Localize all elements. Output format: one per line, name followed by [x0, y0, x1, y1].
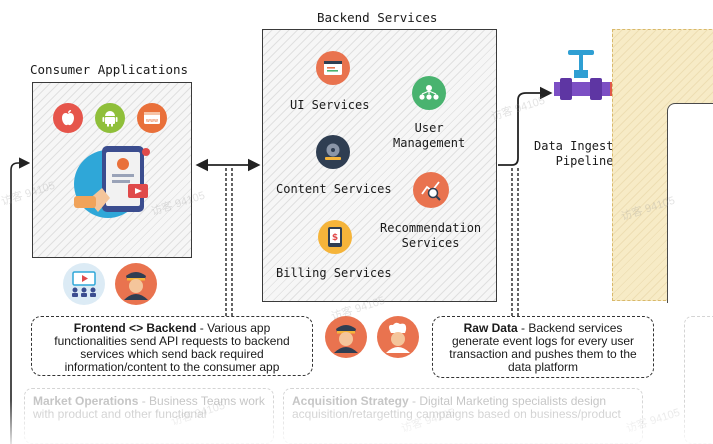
backend-panel: [262, 29, 497, 302]
web-browser-icon: www: [137, 103, 167, 133]
code-editor-icon: [316, 51, 350, 85]
chef-avatar-icon: [377, 316, 419, 358]
apple-icon: [53, 103, 83, 133]
acquisition-strategy-note: Acquisition Strategy - Digital Marketing…: [283, 388, 643, 444]
backend-title: Backend Services: [317, 10, 438, 25]
consumer-title: Consumer Applications: [30, 62, 189, 77]
left-feed-arrow: [10, 157, 31, 444]
raw-data-note: Raw Data - Backend services generate eve…: [432, 316, 654, 378]
android-icon: [95, 103, 125, 133]
frontend-backend-note: Frontend <> Backend - Various app functi…: [31, 316, 313, 376]
service-label-user-management: User Management: [393, 121, 466, 150]
analytics-search-icon: [413, 172, 449, 208]
officer-avatar-icon: [115, 263, 157, 305]
svg-text:www: www: [146, 118, 158, 124]
service-label-recommendation: Recommendation Services: [380, 221, 482, 250]
market-operations-note: Market Operations - Business Teams work …: [24, 388, 274, 444]
frontend-backend-heading: Frontend <> Backend: [73, 321, 197, 335]
market-operations-heading: Market Operations: [33, 394, 139, 408]
media-disc-icon: [316, 135, 350, 169]
service-label-ui: UI Services: [290, 98, 370, 112]
svg-text:$: $: [332, 233, 338, 243]
raw-data-heading: Raw Data: [463, 321, 518, 335]
officer-small-icon: [325, 316, 367, 358]
backend-ingestion-arrow: [498, 86, 553, 166]
mobile-app-illustration-icon: [68, 140, 156, 220]
video-audience-icon: [63, 263, 105, 305]
billing-tablet-icon: $: [318, 220, 352, 254]
faded-right-note: [684, 316, 713, 444]
raw-data-body: - Backend services generate event logs f…: [449, 321, 637, 374]
user-network-icon: [412, 76, 446, 110]
frontend-backend-body: - Various app functionalities send API r…: [54, 321, 290, 374]
service-label-billing: Billing Services: [276, 266, 392, 280]
service-label-content: Content Services: [276, 182, 392, 196]
data-platform-inner-panel: [667, 103, 713, 303]
acquisition-strategy-heading: Acquisition Strategy: [292, 394, 409, 408]
